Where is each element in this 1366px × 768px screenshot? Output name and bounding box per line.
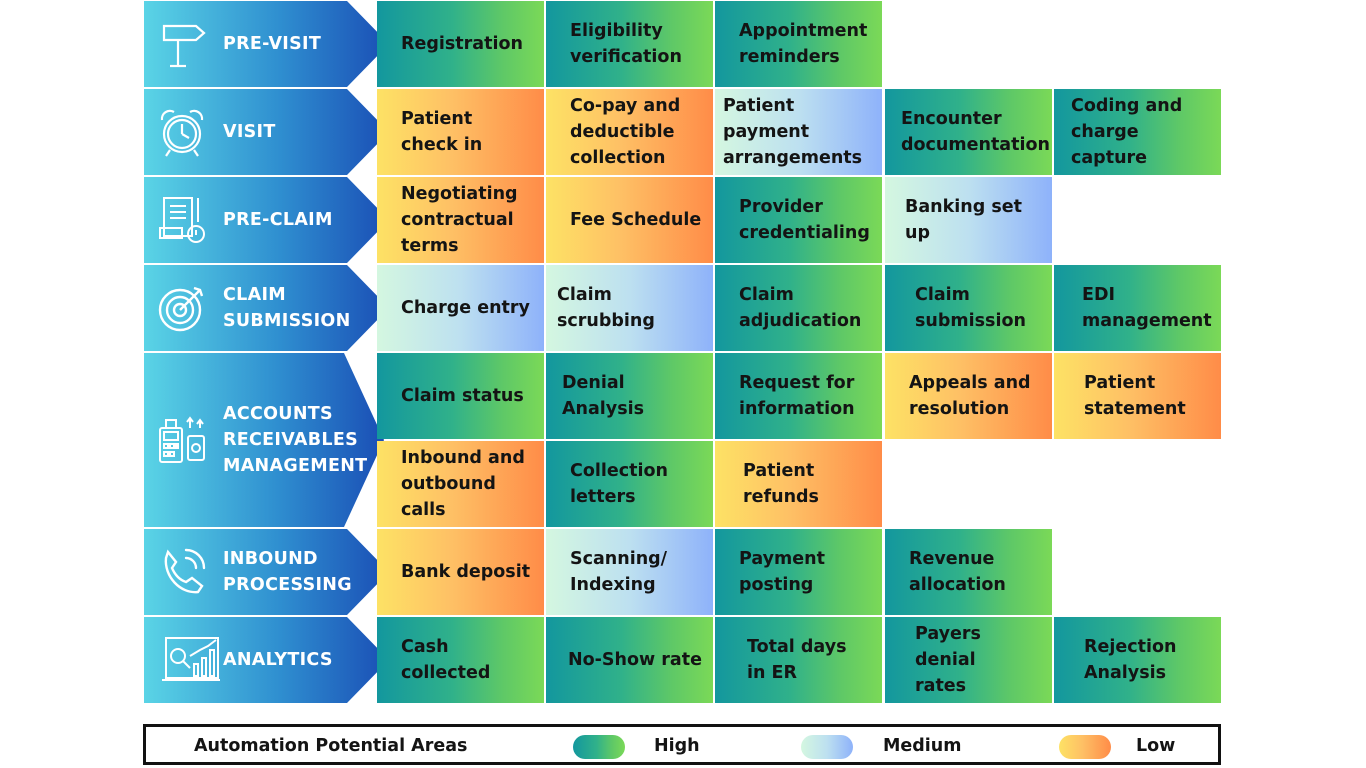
phase-analytics: ANALYTICS bbox=[144, 617, 389, 703]
phase-accounts-receivables: ACCOUNTS RECEIVABLES MANAGEMENT bbox=[144, 353, 389, 527]
phone-icon bbox=[164, 548, 206, 594]
legend: Automation Potential Areas High Medium L… bbox=[143, 724, 1221, 765]
step-collection-letters: Collection letters bbox=[546, 441, 713, 527]
step-claim-adjudication: Claim adjudication bbox=[715, 265, 882, 351]
step-banking-set-up: Banking set up bbox=[885, 177, 1052, 263]
phase-label: PRE-VISIT bbox=[223, 34, 322, 54]
phase-label: PRE-CLAIM bbox=[223, 210, 333, 230]
phase-pre-visit: PRE-VISIT bbox=[144, 1, 389, 87]
step-charge-entry: Charge entry bbox=[377, 265, 544, 351]
phase-pre-claim: PRE-CLAIM bbox=[144, 177, 389, 263]
step-copay-collection: Co-pay and deductible collection bbox=[546, 89, 713, 175]
step-patient-refunds: Patient refunds bbox=[715, 441, 882, 527]
step-bank-deposit: Bank deposit bbox=[377, 529, 544, 615]
claim-document-icon bbox=[159, 197, 205, 243]
legend-swatch-medium bbox=[801, 735, 853, 759]
step-no-show-rate: No-Show rate bbox=[546, 617, 713, 703]
step-total-days-in-er: Total days in ER bbox=[715, 617, 882, 703]
signpost-icon bbox=[162, 24, 206, 68]
step-payment-posting: Payment posting bbox=[715, 529, 882, 615]
phase-label: INBOUND PROCESSING bbox=[223, 549, 352, 595]
step-inbound-outbound-calls: Inbound and outbound calls bbox=[377, 441, 544, 527]
step-appointment-reminders: Appointment reminders bbox=[715, 1, 882, 87]
step-edi-management: EDI management bbox=[1054, 265, 1221, 351]
step-claim-submission: Claim submission bbox=[885, 265, 1052, 351]
legend-label-low: Low bbox=[1136, 736, 1176, 756]
legend-swatch-low bbox=[1059, 735, 1111, 759]
step-cash-collected: Cash collected bbox=[377, 617, 544, 703]
step-provider-credentialing: Provider credentialing bbox=[715, 177, 882, 263]
step-patient-check-in: Patient check in bbox=[377, 89, 544, 175]
step-request-for-information: Request for information bbox=[715, 353, 882, 439]
step-patient-statement: Patient statement bbox=[1054, 353, 1221, 439]
legend-label-medium: Medium bbox=[883, 736, 962, 756]
phase-claim-submission: CLAIM SUBMISSION bbox=[144, 265, 389, 351]
phase-visit: VISIT bbox=[144, 89, 389, 175]
analytics-chart-icon bbox=[162, 637, 220, 681]
step-registration: Registration bbox=[377, 1, 544, 87]
phase-label: ACCOUNTS RECEIVABLES MANAGEMENT bbox=[223, 404, 368, 476]
step-negotiating-contractual-terms: Negotiating contractual terms bbox=[377, 177, 544, 263]
alarm-clock-icon bbox=[160, 109, 204, 157]
step-payers-denial-rates: Payers denial rates bbox=[885, 617, 1052, 703]
legend-swatch-high bbox=[573, 735, 625, 759]
target-icon bbox=[158, 286, 204, 332]
step-revenue-allocation: Revenue allocation bbox=[885, 529, 1052, 615]
phase-label: ANALYTICS bbox=[223, 650, 333, 670]
phase-inbound-processing: INBOUND PROCESSING bbox=[144, 529, 389, 615]
step-eligibility-verification: Eligibility verification bbox=[546, 1, 713, 87]
step-patient-payment-arrangements: Patient payment arrangements bbox=[715, 89, 882, 175]
step-denial-analysis: Denial Analysis bbox=[546, 353, 713, 439]
step-claim-status: Claim status bbox=[377, 353, 544, 439]
step-fee-schedule: Fee Schedule bbox=[546, 177, 713, 263]
phase-label: VISIT bbox=[223, 122, 276, 142]
step-rejection-analysis: Rejection Analysis bbox=[1054, 617, 1221, 703]
payment-terminal-icon bbox=[159, 416, 205, 463]
step-appeals-resolution: Appeals and resolution bbox=[885, 353, 1052, 439]
step-scanning-indexing: Scanning/ Indexing bbox=[546, 529, 713, 615]
phase-label: CLAIM SUBMISSION bbox=[223, 285, 351, 331]
legend-title: Automation Potential Areas bbox=[194, 736, 468, 756]
legend-label-high: High bbox=[654, 736, 700, 756]
step-coding-charge-capture: Coding and charge capture bbox=[1054, 89, 1221, 175]
step-encounter-documentation: Encounter documentation bbox=[885, 89, 1052, 175]
step-claim-scrubbing: Claim scrubbing bbox=[546, 265, 713, 351]
